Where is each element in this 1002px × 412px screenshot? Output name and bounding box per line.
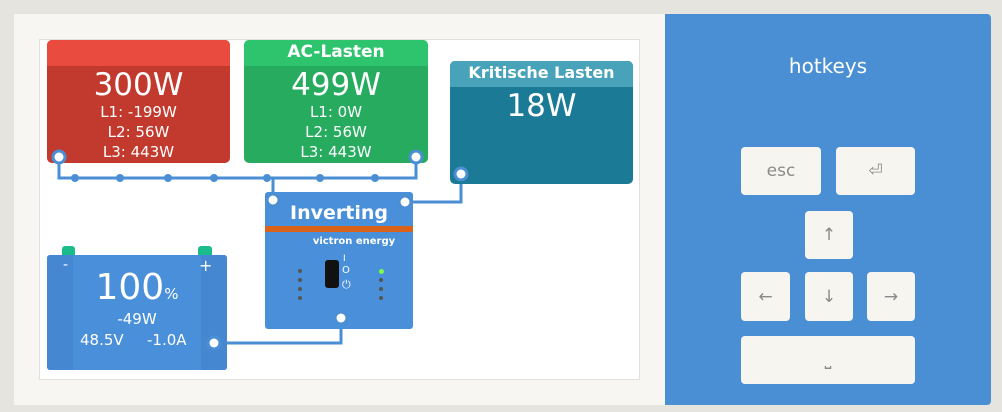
power-icon: ⏻: [342, 278, 351, 291]
up-key[interactable]: ↑: [805, 211, 853, 259]
hotkeys-title: hotkeys: [788, 54, 868, 78]
ac-loads-l2: L2: 56W: [305, 123, 367, 141]
battery-minus: -: [63, 257, 69, 273]
down-key[interactable]: ↓: [805, 272, 853, 321]
led-column-right: [379, 269, 384, 300]
ac-loads-total: 499W: [291, 67, 381, 103]
critical-loads-total: 18W: [506, 88, 577, 124]
battery-soc-unit: %: [164, 285, 179, 303]
inverter-switch: [325, 260, 339, 288]
left-key[interactable]: ←: [741, 272, 790, 321]
battery-box[interactable]: - + 100% -49W 48.5V -1.0A: [47, 255, 227, 370]
switch-off-label: O: [342, 265, 350, 276]
grid-l2: L2: 56W: [107, 123, 170, 141]
battery-voltage: 48.5V: [80, 331, 124, 349]
battery-power: -49W: [117, 310, 157, 328]
battery-minus-terminal: [62, 246, 75, 256]
grid-title: [47, 40, 230, 66]
ac-loads-box[interactable]: AC-Lasten 499W L1: 0W L2: 56W L3: 443W: [244, 40, 428, 163]
grid-l3: L3: 443W: [102, 143, 175, 161]
space-key[interactable]: ⎵: [741, 336, 915, 384]
battery-plus-terminal: [198, 246, 212, 256]
ac-loads-title: AC-Lasten: [244, 40, 428, 66]
ac-loads-l3: L3: 443W: [300, 143, 372, 161]
right-key[interactable]: →: [867, 272, 915, 321]
connection-nodes: [51, 149, 469, 351]
battery-soc: 100: [95, 267, 165, 308]
battery-plus: +: [199, 256, 213, 275]
grid-box[interactable]: 300W L1: -199W L2: 56W L3: 443W: [47, 40, 230, 163]
esc-key[interactable]: esc: [741, 147, 821, 195]
ac-loads-l1: L1: 0W: [309, 103, 363, 121]
switch-on-label: I: [343, 254, 346, 264]
inverter-box[interactable]: Inverting victron energy I O ⏻: [265, 192, 413, 329]
critical-loads-title: Kritische Lasten: [450, 61, 633, 87]
inverter-state: Inverting: [290, 202, 388, 224]
grid-l1: L1: -199W: [100, 103, 177, 121]
inverter-brand: victron energy: [312, 236, 396, 247]
grid-total: 300W: [93, 67, 184, 103]
hotkeys-panel: hotkeys esc ⏎ ↑ ← ↓ → ⎵: [665, 14, 991, 405]
inverter-stripe: [265, 226, 413, 232]
led-column-left: [298, 269, 302, 300]
critical-loads-box[interactable]: Kritische Lasten 18W: [450, 61, 633, 184]
enter-key[interactable]: ⏎: [836, 147, 915, 195]
battery-current: -1.0A: [147, 331, 187, 349]
